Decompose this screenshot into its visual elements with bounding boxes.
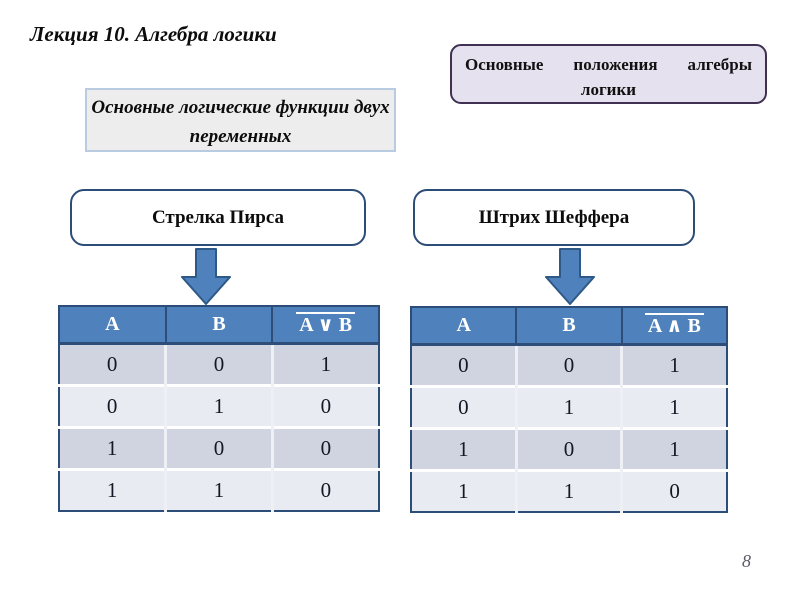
table-cell: 0 — [411, 343, 517, 387]
table-row: 1 0 1 — [411, 427, 727, 471]
column-header-a: A — [411, 307, 517, 346]
table-cell: 0 — [164, 342, 273, 386]
page-number: 8 — [742, 551, 751, 571]
table-cell: 0 — [270, 468, 379, 511]
table-cell: 0 — [514, 427, 622, 471]
table-cell: 1 — [411, 469, 517, 512]
table-cell: 0 — [411, 385, 517, 429]
table-cell: 0 — [270, 426, 379, 470]
table-header-row: A B A ∧ B — [411, 307, 727, 346]
pierce-box: Стрелка Пирса — [70, 189, 366, 246]
table-row: 0 1 0 — [59, 384, 379, 428]
subtitle-callout: Основные логические функции двух перемен… — [85, 88, 396, 152]
overline-expression: A ∧ B — [644, 313, 704, 337]
sheffer-box: Штрих Шеффера — [413, 189, 695, 246]
column-header-a: A — [59, 306, 166, 345]
table-cell: 0 — [620, 469, 727, 512]
column-header-nor: A ∨ B — [271, 306, 379, 345]
column-header-nand: A ∧ B — [620, 307, 727, 346]
table-row: 0 0 1 — [59, 342, 379, 386]
table-header-row: A B A ∨ B — [59, 306, 379, 345]
down-arrow-icon — [181, 248, 231, 305]
pierce-box-label: Стрелка Пирса — [151, 206, 285, 228]
table-row: 1 0 0 — [59, 426, 379, 470]
table-cell: 0 — [59, 384, 166, 428]
table-cell: 0 — [514, 343, 622, 387]
table-row: 0 0 1 — [411, 343, 727, 387]
table-cell: 1 — [411, 427, 517, 471]
table-cell: 0 — [164, 426, 273, 470]
table-cell: 1 — [514, 385, 622, 429]
table-cell: 1 — [620, 343, 727, 387]
table-cell: 1 — [514, 469, 622, 512]
table-cell: 1 — [620, 427, 727, 471]
table-row: 0 1 1 — [411, 385, 727, 429]
column-header-b: B — [164, 306, 273, 345]
table-cell: 1 — [164, 384, 273, 428]
table-cell: 1 — [59, 468, 166, 511]
overline-expression: A ∨ B — [296, 312, 356, 336]
table-cell: 0 — [59, 342, 166, 386]
truth-table-sheffer: A B A ∧ B 0 0 1 0 1 1 1 0 1 1 1 0 — [410, 306, 728, 513]
down-arrow-icon — [545, 248, 595, 305]
main-topic-callout: Основные положения алгебры логики — [450, 44, 767, 104]
slide-title: Лекция 10. Алгебра логики — [30, 22, 277, 46]
table-cell: 1 — [164, 468, 273, 511]
truth-table-pierce: A B A ∨ B 0 0 1 0 1 0 1 0 0 1 1 0 — [58, 305, 380, 512]
table-row: 1 1 0 — [59, 468, 379, 511]
table-row: 1 1 0 — [411, 469, 727, 512]
table-cell: 1 — [270, 342, 379, 386]
table-cell: 0 — [270, 384, 379, 428]
table-cell: 1 — [620, 385, 727, 429]
table-cell: 1 — [59, 426, 166, 470]
column-header-b: B — [515, 307, 622, 346]
sheffer-box-label: Штрих Шеффера — [478, 206, 630, 228]
